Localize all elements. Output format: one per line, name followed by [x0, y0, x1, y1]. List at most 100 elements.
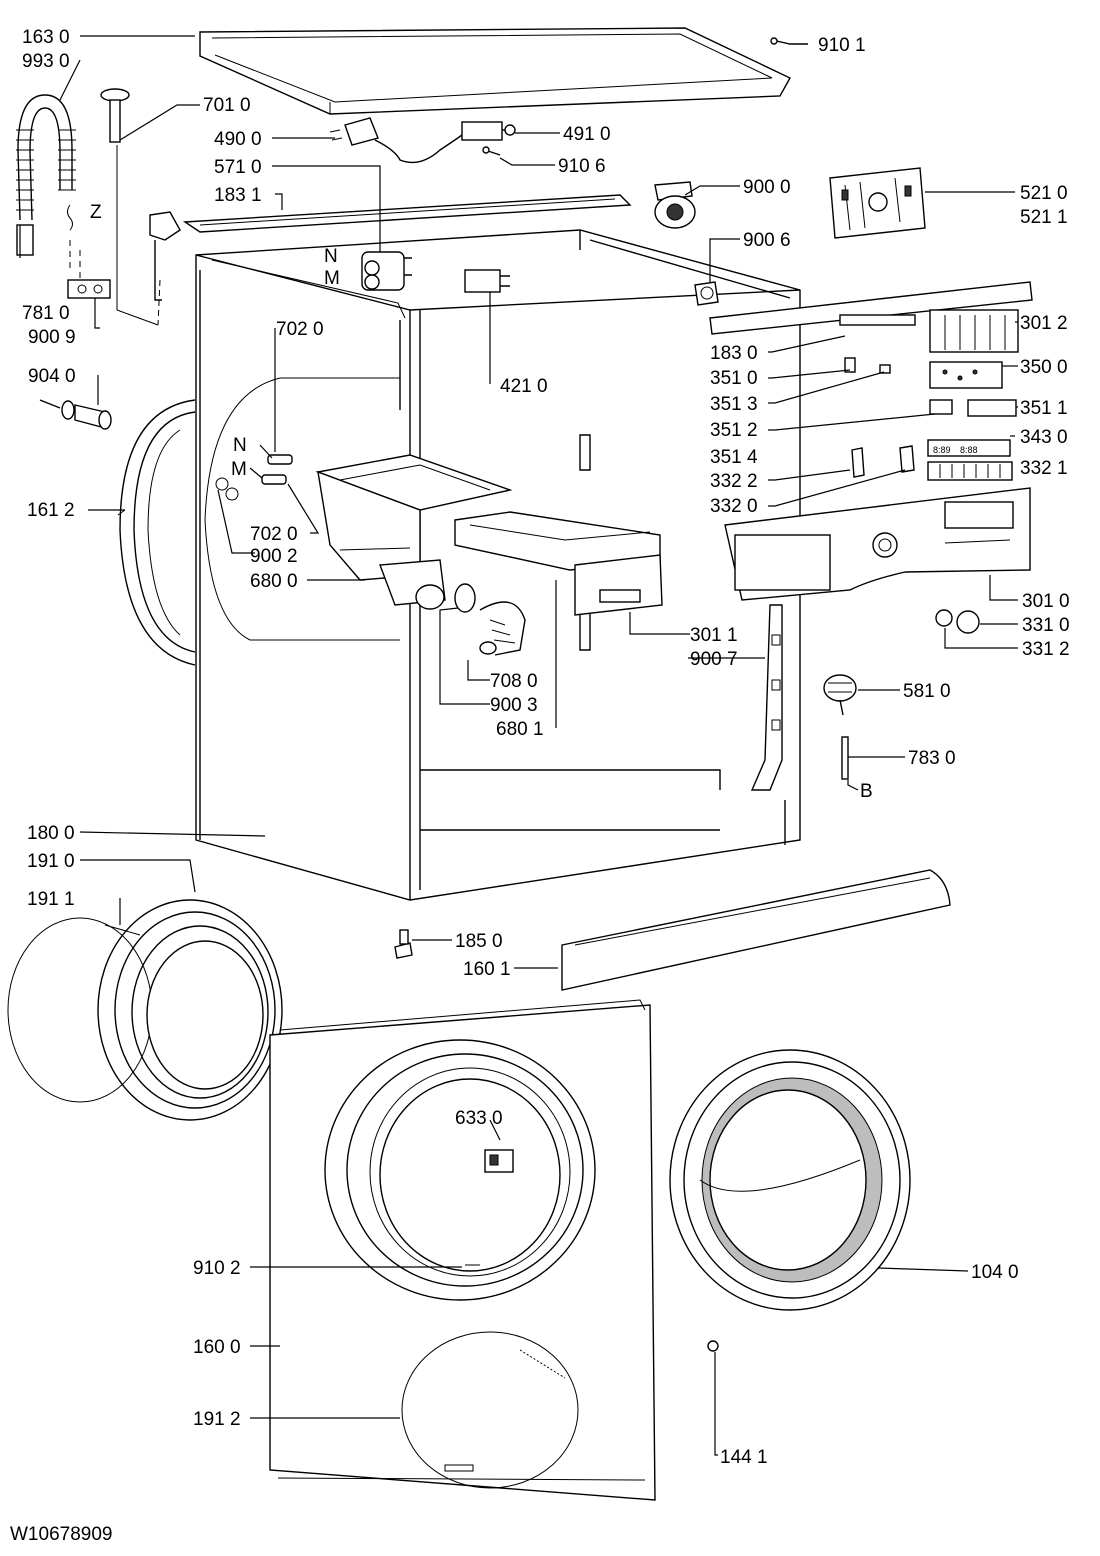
label-351-3: 351 3: [710, 394, 758, 415]
label-491-0: 491 0: [563, 124, 611, 145]
label-N-mid: N: [233, 435, 247, 456]
label-301-2: 301 2: [1020, 313, 1068, 334]
label-900-2: 900 2: [250, 546, 298, 567]
label-180-0: 180 0: [27, 823, 75, 844]
display-code-2: 8:88: [960, 445, 978, 455]
label-351-0: 351 0: [710, 368, 758, 389]
label-M-top: M: [324, 268, 340, 289]
parts-351: [844, 357, 1017, 417]
front-panel: [269, 999, 656, 1501]
label-160-0: 160 0: [193, 1337, 241, 1358]
screw-910-1: [770, 37, 808, 45]
document-id: W10678909: [10, 1524, 112, 1545]
label-783-0: 783 0: [908, 748, 956, 769]
label-B: B: [860, 781, 873, 802]
rail-900-7: [750, 604, 783, 791]
door-seal-191: [7, 899, 283, 1121]
rod-701-0: [100, 88, 161, 326]
label-332-0: 332 0: [710, 496, 758, 517]
label-351-2: 351 2: [710, 420, 758, 441]
door-104-0: [669, 1049, 911, 1311]
board-521: [829, 167, 926, 239]
gasket-161-2: [117, 399, 196, 666]
label-521-0: 521 0: [1020, 183, 1068, 204]
label-343-0: 343 0: [1020, 427, 1068, 448]
label-351-1: 351 1: [1020, 398, 1068, 419]
label-N-top: N: [324, 246, 338, 267]
screw-910-6: [482, 146, 501, 156]
clip-900-6: [694, 281, 719, 306]
label-490-0: 490 0: [214, 129, 262, 150]
back-cover-outline: [204, 377, 400, 641]
leader-lines: [19, 35, 1018, 1456]
inlet-hose: [16, 94, 81, 280]
label-183-1: 183 1: [214, 185, 262, 206]
label-701-0: 701 0: [203, 95, 251, 116]
label-904-0: 904 0: [28, 366, 76, 387]
label-M-mid: M: [231, 459, 247, 480]
label-900-3: 900 3: [490, 695, 538, 716]
label-160-1: 160 1: [463, 959, 511, 980]
control-console: [724, 487, 1031, 601]
kickplate: [561, 869, 951, 991]
label-350-0: 350 0: [1020, 357, 1068, 378]
label-900-0: 900 0: [743, 177, 791, 198]
label-910-2: 910 2: [193, 1258, 241, 1279]
parts-702-0: [215, 454, 293, 501]
nut-144-1: [707, 1340, 719, 1352]
label-104-0: 104 0: [971, 1262, 1019, 1283]
label-301-1: 301 1: [690, 625, 738, 646]
power-cord: [329, 117, 463, 164]
label-581-0: 581 0: [903, 681, 951, 702]
clip-900-9: [67, 279, 111, 299]
label-521-1: 521 1: [1020, 207, 1068, 228]
panel-bracket: [709, 281, 1033, 335]
knob-331: [935, 609, 980, 634]
label-708-0: 708 0: [490, 671, 538, 692]
label-680-0: 680 0: [250, 571, 298, 592]
dispenser-drawer: [454, 511, 663, 616]
label-910-1: 910 1: [818, 35, 866, 56]
foot-185-0: [394, 929, 413, 959]
label-191-0: 191 0: [27, 851, 75, 872]
label-633-0: 633 0: [455, 1108, 503, 1129]
suppressor-421-0: [464, 269, 510, 293]
label-571-0: 571 0: [214, 157, 262, 178]
label-900-7: 900 7: [690, 649, 738, 670]
label-332-1: 332 1: [1020, 458, 1068, 479]
tube-783-0: [841, 736, 849, 780]
top-rail: [149, 194, 632, 301]
label-900-6: 900 6: [743, 230, 791, 251]
pressure-switch: [823, 674, 857, 716]
label-185-0: 185 0: [455, 931, 503, 952]
label-191-2: 191 2: [193, 1409, 241, 1430]
label-331-0: 331 0: [1022, 615, 1070, 636]
valve-571-0: [361, 251, 412, 291]
label-351-4: 351 4: [710, 447, 758, 468]
top-lid: [199, 27, 791, 115]
label-781-0: 781 0: [22, 303, 70, 324]
label-421-0: 421 0: [500, 376, 548, 397]
part-labels: 163 0 993 0 701 0 490 0 491 0 571 0 910 …: [10, 27, 1070, 1545]
label-332-2: 332 2: [710, 471, 758, 492]
label-331-2: 331 2: [1022, 639, 1070, 660]
filter-904-0: [39, 399, 112, 430]
label-702-0-top: 702 0: [276, 319, 324, 340]
label-301-0: 301 0: [1022, 591, 1070, 612]
parts-332: [851, 445, 1013, 481]
label-900-9: 900 9: [28, 327, 76, 348]
label-163-0: 163 0: [22, 27, 70, 48]
cabinet: [195, 229, 801, 901]
label-680-1: 680 1: [496, 719, 544, 740]
label-Z: Z: [90, 202, 102, 223]
label-702-0-bottom: 702 0: [250, 524, 298, 545]
label-910-6: 910 6: [558, 156, 606, 177]
clamp-900-0: [654, 181, 696, 229]
display-343-0: 8:89 8:88: [927, 439, 1011, 457]
label-161-2: 161 2: [27, 500, 75, 521]
bellows-hose: [454, 583, 526, 656]
module-301-2: [929, 309, 1019, 353]
label-191-1: 191 1: [27, 889, 75, 910]
label-183-0: 183 0: [710, 343, 758, 364]
